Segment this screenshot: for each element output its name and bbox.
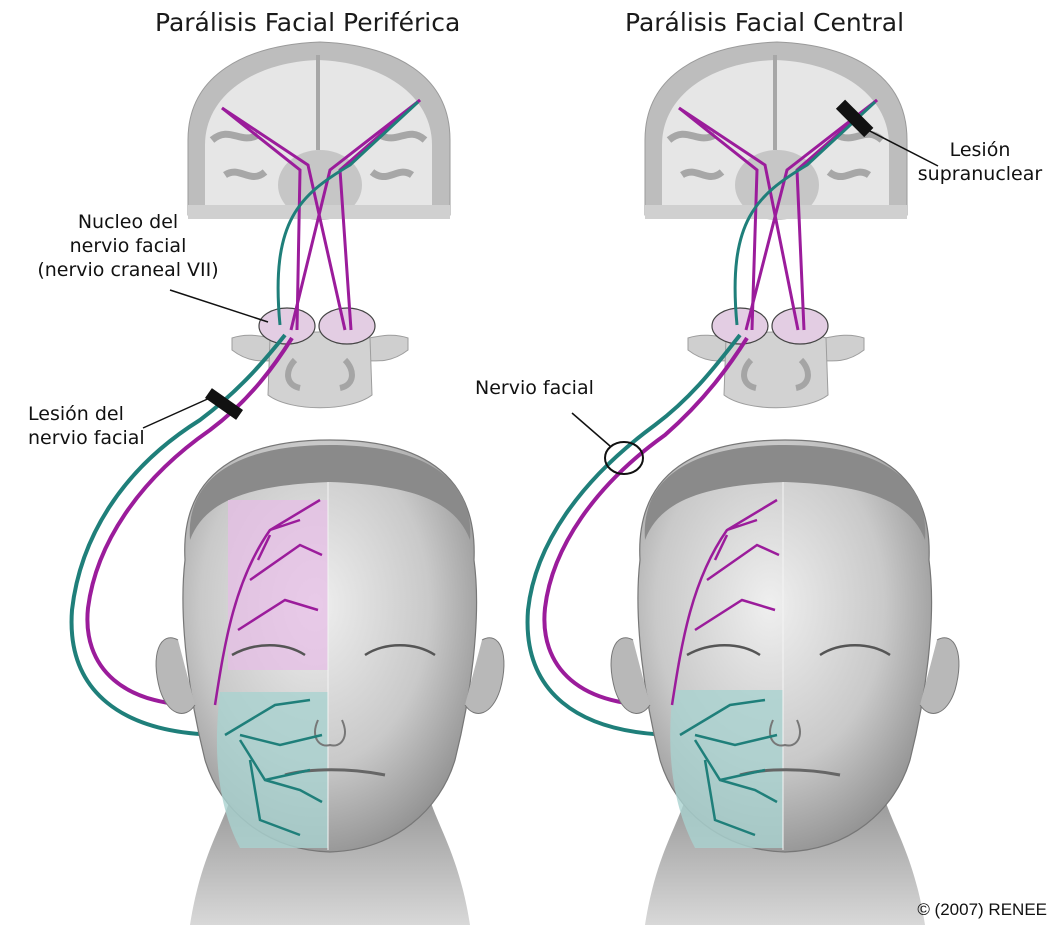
nerve-lesion-leader [143,397,212,428]
supranuclear-lesion-label-line-2: supranuclear [905,162,1055,186]
nucleus-label-line-3: (nervio craneal VII) [8,258,248,282]
nerve-lesion-label-line-2: nervio facial [28,426,145,450]
facial-nucleus-left [259,308,315,344]
supranuclear-lesion-label-line-1: Lesión [905,138,1055,162]
supranuclear-lesion-label: Lesión supranuclear [905,138,1055,186]
facial-nucleus-left-central [712,308,768,344]
brainstem-left [232,332,408,408]
nucleus-leader [170,290,268,322]
face-left [156,440,504,925]
nucleus-label-line-2: nervio facial [8,234,248,258]
brain-section-left [188,42,450,220]
nucleus-label-line-1: Nucleo del [8,210,248,234]
left-panel-peripheral [72,42,504,925]
copyright-credit: © (2007) RENEE [917,900,1047,920]
facial-nerve-leader [572,413,610,446]
face-right [611,440,959,925]
central-title: Parálisis Facial Central [625,8,904,37]
right-panel-central [528,42,959,925]
nucleus-label: Nucleo del nervio facial (nervio craneal… [8,210,248,282]
facial-nerve-label: Nervio facial [475,376,594,400]
facial-nucleus-right [319,308,375,344]
facial-nucleus-right-central [772,308,828,344]
nerve-lesion-label: Lesión del nervio facial [28,402,145,450]
nerve-lesion-label-line-1: Lesión del [28,402,145,426]
peripheral-title: Parálisis Facial Periférica [155,8,460,37]
